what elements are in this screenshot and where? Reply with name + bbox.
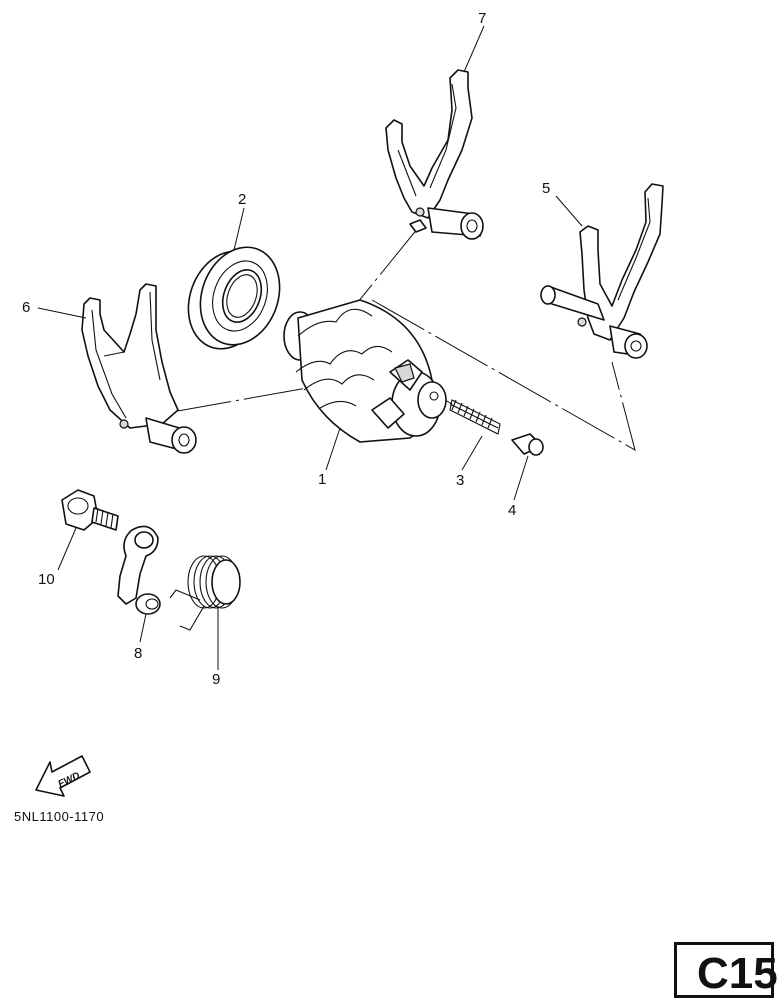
torsion-spring-9 (169, 555, 241, 631)
bolt-10 (61, 489, 119, 531)
callout-numbers: 1 2 3 4 5 6 7 8 9 10 (22, 10, 550, 688)
shift-fork-6 (81, 283, 197, 454)
diagram-code: 5NL1100-1170 (14, 809, 105, 824)
shift-fork-7 (385, 69, 484, 240)
callout-8: 8 (134, 645, 142, 662)
stopper-lever-8 (117, 525, 161, 615)
shift-drum-1 (283, 299, 447, 443)
page-label: C15 (697, 949, 778, 998)
fwd-arrow-icon: FWD (35, 755, 91, 797)
page-label-box: C15 (674, 942, 778, 998)
pin-4 (511, 433, 544, 456)
callout-10: 10 (38, 571, 55, 588)
callout-3: 3 (456, 472, 464, 489)
callout-6: 6 (22, 299, 30, 316)
callout-4: 4 (508, 502, 516, 519)
callout-9: 9 (212, 671, 220, 688)
shift-fork-5 (540, 183, 664, 359)
spring-3 (449, 399, 501, 435)
bearing-2 (187, 246, 281, 350)
callout-2: 2 (238, 191, 246, 208)
callout-5: 5 (542, 180, 550, 197)
callout-1: 1 (318, 471, 326, 488)
callout-7: 7 (478, 10, 486, 27)
leader-lines (37, 25, 583, 670)
